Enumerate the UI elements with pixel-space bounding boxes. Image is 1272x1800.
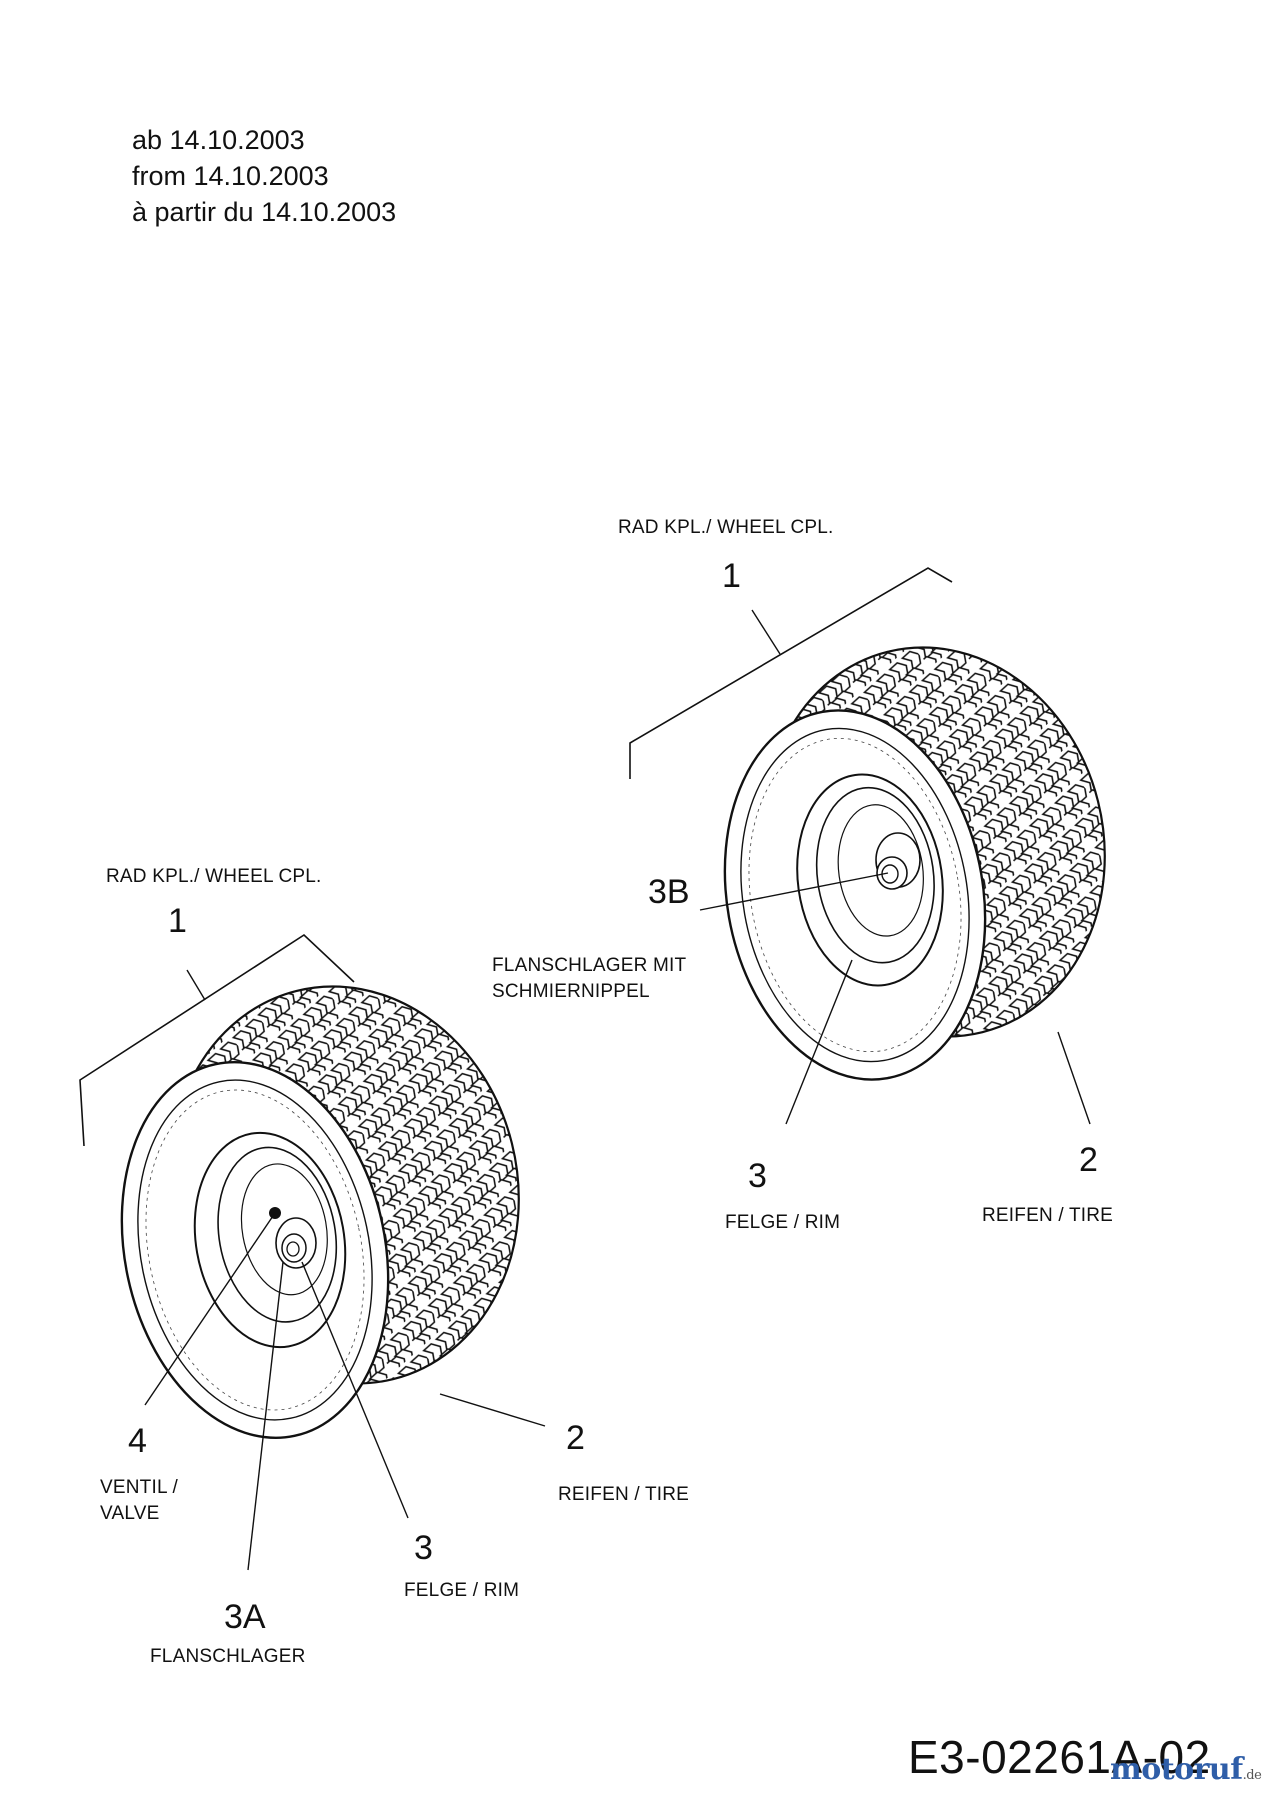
- watermark-logo: motoruf.de: [1110, 1752, 1262, 1787]
- callout-caption-3b: FLANSCHLAGER MIT SCHMIERNIPPEL: [492, 955, 687, 1002]
- callout-number-3a: 3A: [224, 1598, 266, 1636]
- callout-caption-2-right: REIFEN / TIRE: [982, 1205, 1114, 1226]
- right-assembly-bracket: [629, 567, 953, 779]
- date-line-fr: à partir du 14.10.2003: [132, 197, 397, 227]
- left-assembly-leader: [186, 969, 206, 1001]
- callout-number-2-left: 2: [566, 1419, 585, 1457]
- left-leader-3a: [247, 1261, 284, 1571]
- left-assembly-bracket: [79, 933, 355, 1147]
- callout-caption-4: VENTIL / VALVE: [100, 1477, 178, 1524]
- left-assembly-number: 1: [168, 902, 187, 940]
- drawing-code: E3-02261A-02: [908, 1731, 1211, 1783]
- callout-number-3b: 3B: [648, 873, 690, 911]
- left-assembly-caption: RAD KPL./ WHEEL CPL.: [106, 866, 322, 887]
- callout-number-2-right: 2: [1079, 1141, 1098, 1179]
- right-assembly-number: 1: [722, 557, 741, 595]
- right-leader-2: [1057, 1031, 1091, 1125]
- left-rim: [193, 1131, 347, 1349]
- right-wheel: [629, 567, 1106, 1125]
- right-leader-3b: [699, 872, 889, 911]
- date-line-en: from 14.10.2003: [132, 161, 329, 191]
- callout-number-4: 4: [128, 1422, 147, 1460]
- right-assembly-caption: RAD KPL./ WHEEL CPL.: [618, 517, 834, 538]
- left-leader-2: [439, 1393, 546, 1427]
- watermark-main: motoruf: [1110, 1752, 1243, 1787]
- callout-caption-3-left: FELGE / RIM: [404, 1580, 520, 1601]
- left-wheel: [79, 933, 546, 1571]
- callout-number-3-right: 3: [748, 1157, 767, 1195]
- right-assembly-leader: [751, 609, 781, 655]
- left-leader-3: [301, 1261, 409, 1519]
- callout-number-3-left: 3: [414, 1529, 433, 1567]
- callout-caption-2-left: REIFEN / TIRE: [558, 1484, 690, 1505]
- left-leader-4: [144, 1212, 276, 1406]
- right-leader-3: [785, 959, 853, 1125]
- watermark-suffix: .de: [1242, 1768, 1262, 1783]
- callout-caption-3-right: FELGE / RIM: [725, 1212, 841, 1233]
- date-line-de: ab 14.10.2003: [132, 125, 305, 155]
- callout-caption-3a: FLANSCHLAGER: [150, 1646, 306, 1667]
